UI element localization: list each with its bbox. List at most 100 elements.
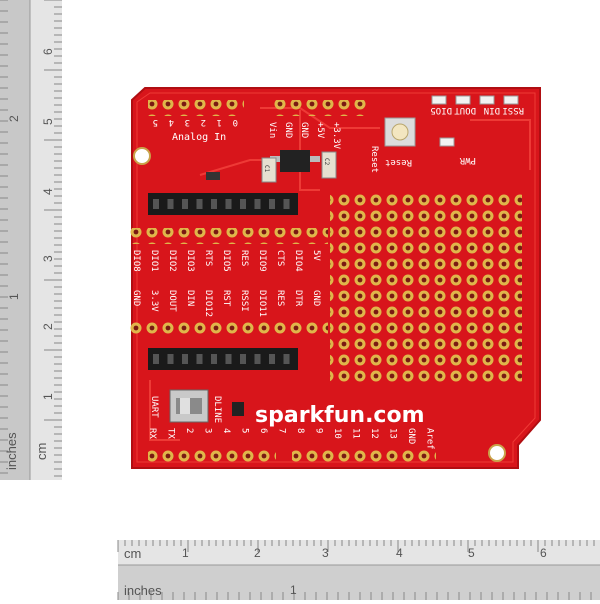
bottom-ruler-inch-tick: 1 <box>290 583 297 597</box>
switch-label-dline: DLINE <box>212 396 222 423</box>
power-pin-label: GND <box>283 122 293 138</box>
bottom-ruler-cm-tick: 5 <box>468 546 475 560</box>
digital-pad-row-2 <box>292 448 436 464</box>
digital-pin-label: 12 <box>369 428 379 439</box>
cap-label: C1 <box>263 165 270 173</box>
switch-label-uart: UART <box>149 396 159 418</box>
left-ruler-cm-tick: 2 <box>41 323 55 330</box>
mounting-hole <box>133 147 151 165</box>
xbee-bottom-pin-label: RST <box>221 290 231 307</box>
left-ruler-cm-tick: 3 <box>41 255 55 262</box>
digital-pin-label: 10 <box>332 428 342 439</box>
left-ruler <box>0 0 62 480</box>
xbee-top-pin-label: DIO4 <box>293 250 303 272</box>
pwr-label: PWR <box>459 155 476 165</box>
xbee-top-pin-label: DIO8 <box>131 250 141 272</box>
analog-pin-label: 0 <box>233 117 238 127</box>
cap-label: C2 <box>323 158 330 166</box>
analog-pin-label: 2 <box>201 117 206 127</box>
xbee-bottom-pin-label: RSSI <box>239 290 249 312</box>
bottom-ruler-cm-tick: 2 <box>254 546 261 560</box>
digital-pad-row <box>148 448 276 464</box>
xbee-top-pin-label: DIO2 <box>167 250 177 272</box>
xbee-bottom-pin-label: GND <box>311 290 321 306</box>
power-pin-label: +5V <box>315 122 325 139</box>
digital-pin-label: 7 <box>277 428 287 433</box>
analog-pad-row <box>148 100 244 116</box>
power-pin-label: Vin <box>267 122 277 138</box>
bottom-ruler-cm-tick: 1 <box>182 546 189 560</box>
xbee-top-pin-label: CTS <box>275 250 285 266</box>
digital-pin-label: RX <box>147 428 157 439</box>
digital-pin-label: 11 <box>351 428 361 439</box>
xbee-top-pin-label: DIO9 <box>257 250 267 272</box>
bottom-ruler-inch-label: inches <box>124 583 162 598</box>
power-led <box>439 137 455 147</box>
power-pin-label: GND <box>299 122 309 138</box>
small-components <box>206 172 244 416</box>
analog-pin-label: 5 <box>153 117 158 127</box>
digital-pin-label: 4 <box>221 428 231 433</box>
bottom-ruler <box>117 540 600 600</box>
xbee-top-pad-row <box>130 228 328 244</box>
led-label: DIN <box>484 105 500 115</box>
capacitor <box>261 157 277 183</box>
status-led <box>503 95 519 105</box>
xbee-bottom-pin-label: DIN <box>185 290 195 306</box>
led-label: DIO5 <box>430 105 452 115</box>
uart-dline-switch <box>169 389 209 423</box>
xbee-header-bottom <box>148 348 298 370</box>
xbee-header-top <box>148 193 298 215</box>
left-ruler-cm-tick: 4 <box>41 188 55 195</box>
status-led <box>455 95 471 105</box>
xbee-bottom-pin-label: DIO12 <box>203 290 213 317</box>
digital-pin-label: 2 <box>184 428 194 433</box>
power-pad-row <box>270 100 366 116</box>
digital-pin-label: 5 <box>240 428 250 433</box>
xbee-bottom-pin-label: DOUT <box>167 290 177 312</box>
analog-in-label: Analog In <box>172 132 226 143</box>
xbee-top-pin-label: 5V <box>311 250 321 261</box>
reset-button-label: Reset <box>385 157 412 167</box>
xbee-shield-board <box>130 87 541 469</box>
left-ruler-inch-tick: 2 <box>7 115 21 122</box>
xbee-top-pin-label: DIO5 <box>221 250 231 272</box>
led-label: DOUT <box>454 105 476 115</box>
bottom-ruler-cm-tick: 4 <box>396 546 403 560</box>
analog-pin-label: 1 <box>217 117 222 127</box>
xbee-bottom-pin-label: 3.3V <box>149 290 159 312</box>
xbee-top-pin-label: RES <box>239 250 249 266</box>
left-ruler-cm-tick: 1 <box>41 393 55 400</box>
bottom-ruler-cm-label: cm <box>124 546 141 561</box>
reset-label: Reset <box>369 146 379 173</box>
left-ruler-inch-label: inches <box>4 432 19 470</box>
digital-pin-label: 8 <box>295 428 305 433</box>
xbee-top-pin-label: DIO1 <box>149 250 159 272</box>
reset-button <box>384 117 416 147</box>
digital-pin-label: 3 <box>203 428 213 433</box>
status-led <box>431 95 447 105</box>
left-ruler-inch-tick: 1 <box>7 293 21 300</box>
digital-pin-label: GND <box>406 428 416 444</box>
xbee-bottom-pin-label: DTR <box>293 290 303 307</box>
xbee-bottom-pin-label: DIO11 <box>257 290 267 317</box>
status-led <box>479 95 495 105</box>
digital-pin-label: TX <box>166 428 176 439</box>
mounting-hole <box>488 444 506 462</box>
bottom-ruler-cm-tick: 6 <box>540 546 547 560</box>
analog-pin-label: 4 <box>169 117 174 127</box>
capacitor <box>321 151 337 179</box>
xbee-bottom-pin-label: RES <box>275 290 285 306</box>
led-label: RSSI <box>502 105 524 115</box>
digital-pin-label: 9 <box>314 428 324 433</box>
prototyping-area <box>330 190 522 382</box>
digital-pin-label: 6 <box>258 428 268 433</box>
xbee-bottom-pin-label: GND <box>131 290 141 306</box>
brand-logo: sparkfun.com <box>255 403 425 428</box>
digital-pin-label: Aref <box>425 428 435 450</box>
bottom-ruler-cm-tick: 3 <box>322 546 329 560</box>
left-ruler-cm-label: cm <box>34 443 49 460</box>
power-pin-label: +3.3V <box>331 122 341 150</box>
left-ruler-cm-tick: 6 <box>41 48 55 55</box>
left-ruler-cm-tick: 5 <box>41 118 55 125</box>
